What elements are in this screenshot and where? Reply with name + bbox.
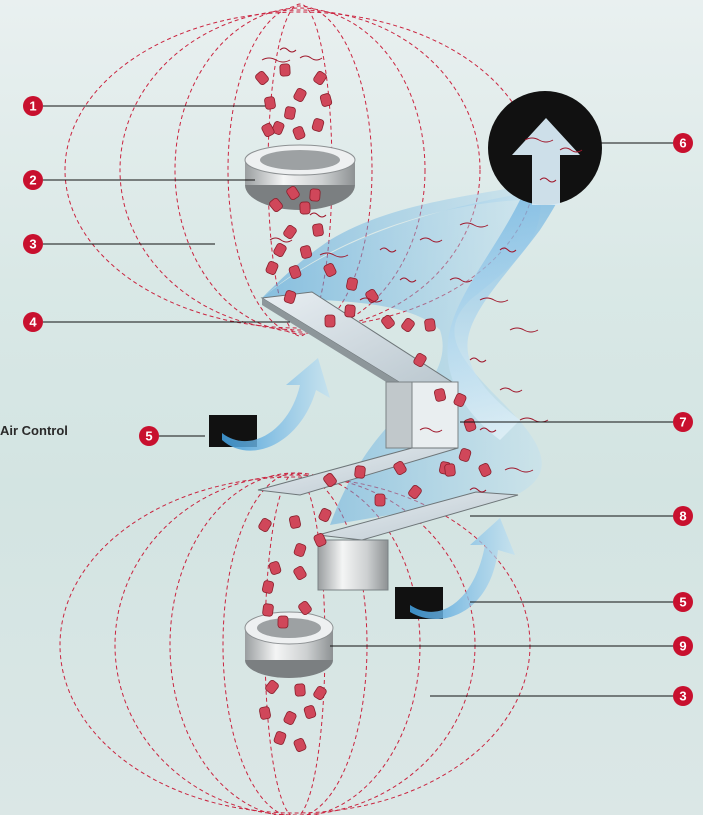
particle xyxy=(289,515,301,529)
callout-11: 3 xyxy=(430,686,693,706)
particle xyxy=(258,517,273,532)
particle xyxy=(265,261,279,276)
callout-number: 7 xyxy=(679,415,686,430)
particle xyxy=(254,70,269,86)
air-control-label: Air Control xyxy=(0,423,68,438)
particle xyxy=(313,685,328,700)
blower-upper xyxy=(209,358,330,451)
particle xyxy=(293,565,308,580)
particle xyxy=(283,710,297,725)
particle xyxy=(354,466,365,479)
particle xyxy=(293,543,306,558)
particle xyxy=(346,277,358,291)
callout-number: 2 xyxy=(29,173,36,188)
callout-10: 9 xyxy=(330,636,693,656)
callout-number: 5 xyxy=(145,429,152,444)
callout-2: 2 xyxy=(23,170,255,190)
particle xyxy=(292,126,306,141)
callout-number: 3 xyxy=(679,689,686,704)
particle xyxy=(282,224,297,240)
fiber xyxy=(500,388,522,392)
particle xyxy=(375,494,385,506)
particle xyxy=(344,305,355,318)
callout-4: 4 xyxy=(23,312,290,332)
particle xyxy=(280,64,291,77)
fiber xyxy=(510,328,538,332)
exhaust-outlet xyxy=(488,91,602,205)
particle xyxy=(303,705,316,719)
particle xyxy=(284,106,296,120)
callout-9: 5 xyxy=(470,592,693,612)
callout-number: 1 xyxy=(29,99,36,114)
particle xyxy=(273,242,288,257)
particle xyxy=(262,603,273,616)
callout-3: 3 xyxy=(23,234,215,254)
lower-ring-magnet xyxy=(245,612,333,678)
fiber xyxy=(470,358,486,362)
particle xyxy=(293,738,307,753)
blower-lower xyxy=(395,518,515,619)
particle xyxy=(380,314,395,330)
callout-group: 1 2 3 4 5 6 7 8 5 9 3 xyxy=(23,96,693,706)
callout-number: 6 xyxy=(679,136,686,151)
particle xyxy=(312,70,327,86)
particle xyxy=(312,118,325,132)
callout-number: 4 xyxy=(29,315,37,330)
particle xyxy=(294,684,305,697)
particle xyxy=(264,96,276,109)
particle xyxy=(300,245,313,259)
particle xyxy=(262,580,274,594)
particle xyxy=(325,315,335,327)
fiber xyxy=(280,48,296,52)
fiber xyxy=(520,418,548,422)
particle xyxy=(300,202,310,214)
particle xyxy=(261,122,275,137)
callout-5: 5 xyxy=(139,426,205,446)
particle xyxy=(424,318,435,331)
callout-6: 6 xyxy=(600,133,693,153)
callout-number: 8 xyxy=(679,509,686,524)
particle xyxy=(400,317,415,333)
particle xyxy=(444,464,455,477)
particle xyxy=(310,189,321,202)
particle xyxy=(320,93,333,107)
particle xyxy=(259,706,271,720)
callout-number: 5 xyxy=(679,595,686,610)
particle xyxy=(293,87,307,102)
particle xyxy=(312,223,324,236)
callout-8: 8 xyxy=(470,506,693,526)
fiber xyxy=(300,56,322,60)
callout-number: 9 xyxy=(679,639,686,654)
upper-ring-magnet xyxy=(245,145,355,210)
fiber xyxy=(310,213,326,217)
callout-number: 3 xyxy=(29,237,36,252)
particle xyxy=(273,731,287,746)
particle xyxy=(318,507,332,522)
particle xyxy=(278,616,288,628)
callout-1: 1 xyxy=(23,96,265,116)
particle xyxy=(434,388,446,402)
particle xyxy=(268,561,281,576)
